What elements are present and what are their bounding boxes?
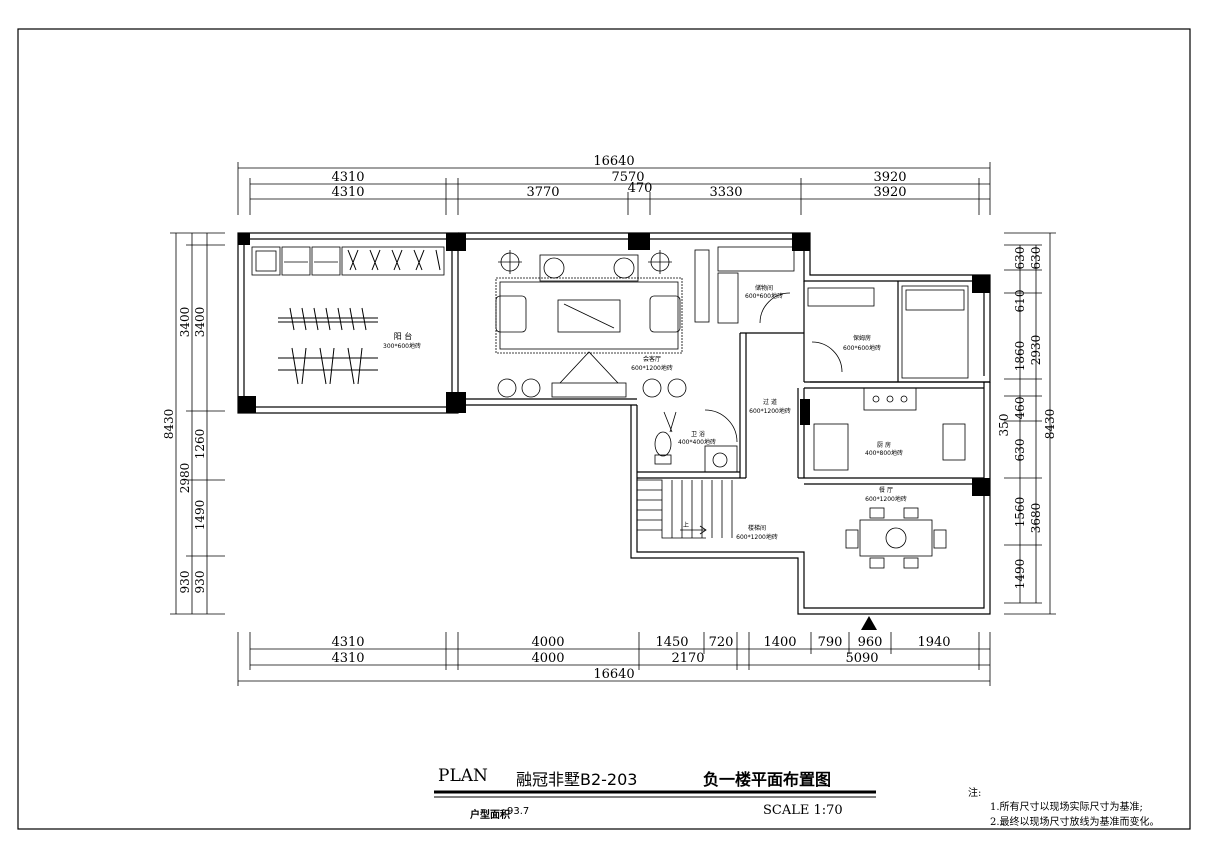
dim-bottom-r2-d: 5090 <box>845 651 878 666</box>
dim-right-i1: 630 <box>1013 247 1027 270</box>
dining-table-set <box>845 507 947 569</box>
note-1: 1.所有尺寸以现场实际尺寸为基准; <box>990 802 1143 813</box>
corridor-spec: 600*1200地砖 <box>749 407 791 415</box>
corridor-name: 过 道 <box>763 398 777 406</box>
dim-top-total: 16640 <box>593 154 634 169</box>
dim-bottom-r1-g: 960 <box>858 635 883 650</box>
balcony-spec: 300*600地砖 <box>383 342 421 350</box>
dim-left-i2: 1260 <box>193 429 207 460</box>
dim-right-i6: 1560 <box>1013 497 1027 528</box>
title-drawing: 负一楼平面布置图 <box>703 770 832 789</box>
kitchen-fixtures <box>813 387 966 471</box>
dim-bottom-r2-b: 4000 <box>531 651 564 666</box>
dim-right-i7: 1490 <box>1013 559 1027 590</box>
dim-bottom-r2-c: 2170 <box>671 651 704 666</box>
staircase <box>637 479 733 539</box>
dim-top-seg-b: 3920 <box>873 170 906 185</box>
dim-right-i2: 610 <box>1013 290 1027 313</box>
dining-name: 餐 厅 <box>879 486 893 494</box>
dim-left-i4: 930 <box>193 571 207 594</box>
dim-left-o1: 3400 <box>178 307 192 338</box>
toilet-spec: 400*400地砖 <box>678 438 716 446</box>
stair-up-label: 上 <box>683 521 689 529</box>
dim-top-mid: 7570 <box>611 170 644 185</box>
toilet-fixtures <box>654 409 738 473</box>
dim-top-seg-e: 3330 <box>709 185 742 200</box>
balcony-washer-cabinets <box>251 246 445 276</box>
dim-top-seg-c: 3770 <box>526 185 559 200</box>
dim-bottom-r1-b: 4000 <box>531 635 564 650</box>
area-label: 户型面积 <box>470 810 510 821</box>
kitchen-name: 厨 房 <box>877 441 891 449</box>
dim-bottom-r2-a: 4310 <box>331 651 364 666</box>
dim-left-i3: 1490 <box>193 500 207 531</box>
bedroom-spec: 600*600地砖 <box>843 344 881 352</box>
entrance-arrow-icon <box>861 616 877 630</box>
dim-top-seg-a2: 4310 <box>331 185 364 200</box>
kitchen-spec: 400*800地砖 <box>865 449 903 457</box>
dim-top-seg-f: 3920 <box>873 185 906 200</box>
notes-title: 注: <box>968 788 982 799</box>
dim-top-seg-a: 4310 <box>331 170 364 185</box>
balcony-plants <box>347 249 441 271</box>
left-dimensions <box>170 232 225 615</box>
dim-bottom-total: 16640 <box>593 667 634 682</box>
dim-bottom-r1-e: 1400 <box>763 635 796 650</box>
dim-bottom-r1-f: 790 <box>818 635 843 650</box>
stair-room-name: 楼梯间 <box>748 524 766 532</box>
sheet-border <box>17 28 1191 830</box>
stair-room-spec: 600*1200地砖 <box>736 533 778 541</box>
scale-text: SCALE 1:70 <box>763 803 843 818</box>
dim-right-o2: 2930 <box>1029 335 1043 366</box>
living-room-name: 会客厅 <box>643 355 661 363</box>
storage-room-name: 储物间 <box>755 284 773 292</box>
bedroom-name: 保姆房 <box>853 334 871 342</box>
balcony-name: 阳 台 <box>394 331 413 341</box>
bottom-dimensions <box>237 632 991 686</box>
living-room-furniture <box>495 250 687 398</box>
dim-top-seg-d: 470 <box>628 181 653 196</box>
top-dimensions <box>237 162 991 215</box>
dining-spec: 600*1200地砖 <box>865 495 907 503</box>
balcony-drying-racks <box>278 307 378 385</box>
dim-bottom-r1-h: 1940 <box>917 635 950 650</box>
columns <box>238 233 990 496</box>
walls <box>237 232 991 615</box>
title-plan: PLAN <box>438 766 488 786</box>
right-dimensions <box>1004 232 1056 615</box>
note-2: 2.最终以现场尺寸放线为基准而变化。 <box>990 817 1160 828</box>
dim-bottom-r1-c: 1450 <box>655 635 688 650</box>
dim-right-o1: 630 <box>1029 247 1043 270</box>
storage-cabinets <box>694 246 795 324</box>
dim-right-o4: 3680 <box>1029 503 1043 534</box>
dim-bottom-r1-d: 720 <box>709 635 734 650</box>
dim-right-total: 8430 <box>1043 409 1057 440</box>
toilet-name: 卫 浴 <box>691 430 705 438</box>
living-room-spec: 600*1200地砖 <box>631 364 673 372</box>
area-value: 93.7 <box>507 806 530 817</box>
dim-right-i5: 630 <box>1013 439 1027 462</box>
bedroom-furniture <box>807 285 969 379</box>
dim-right-i4: 460 <box>1013 397 1027 420</box>
dim-left-total: 8430 <box>162 409 176 440</box>
dim-left-o3: 930 <box>178 571 192 594</box>
title-project: 融冠非墅B2-203 <box>516 770 638 789</box>
dim-right-i3: 1860 <box>1013 341 1027 372</box>
dim-bottom-r1-a: 4310 <box>331 635 364 650</box>
dim-left-i1: 3400 <box>193 307 207 338</box>
dim-left-o2: 2980 <box>178 463 192 494</box>
storage-room-spec: 600*600地砖 <box>745 292 783 300</box>
dim-right-o3: 350 <box>997 414 1011 437</box>
